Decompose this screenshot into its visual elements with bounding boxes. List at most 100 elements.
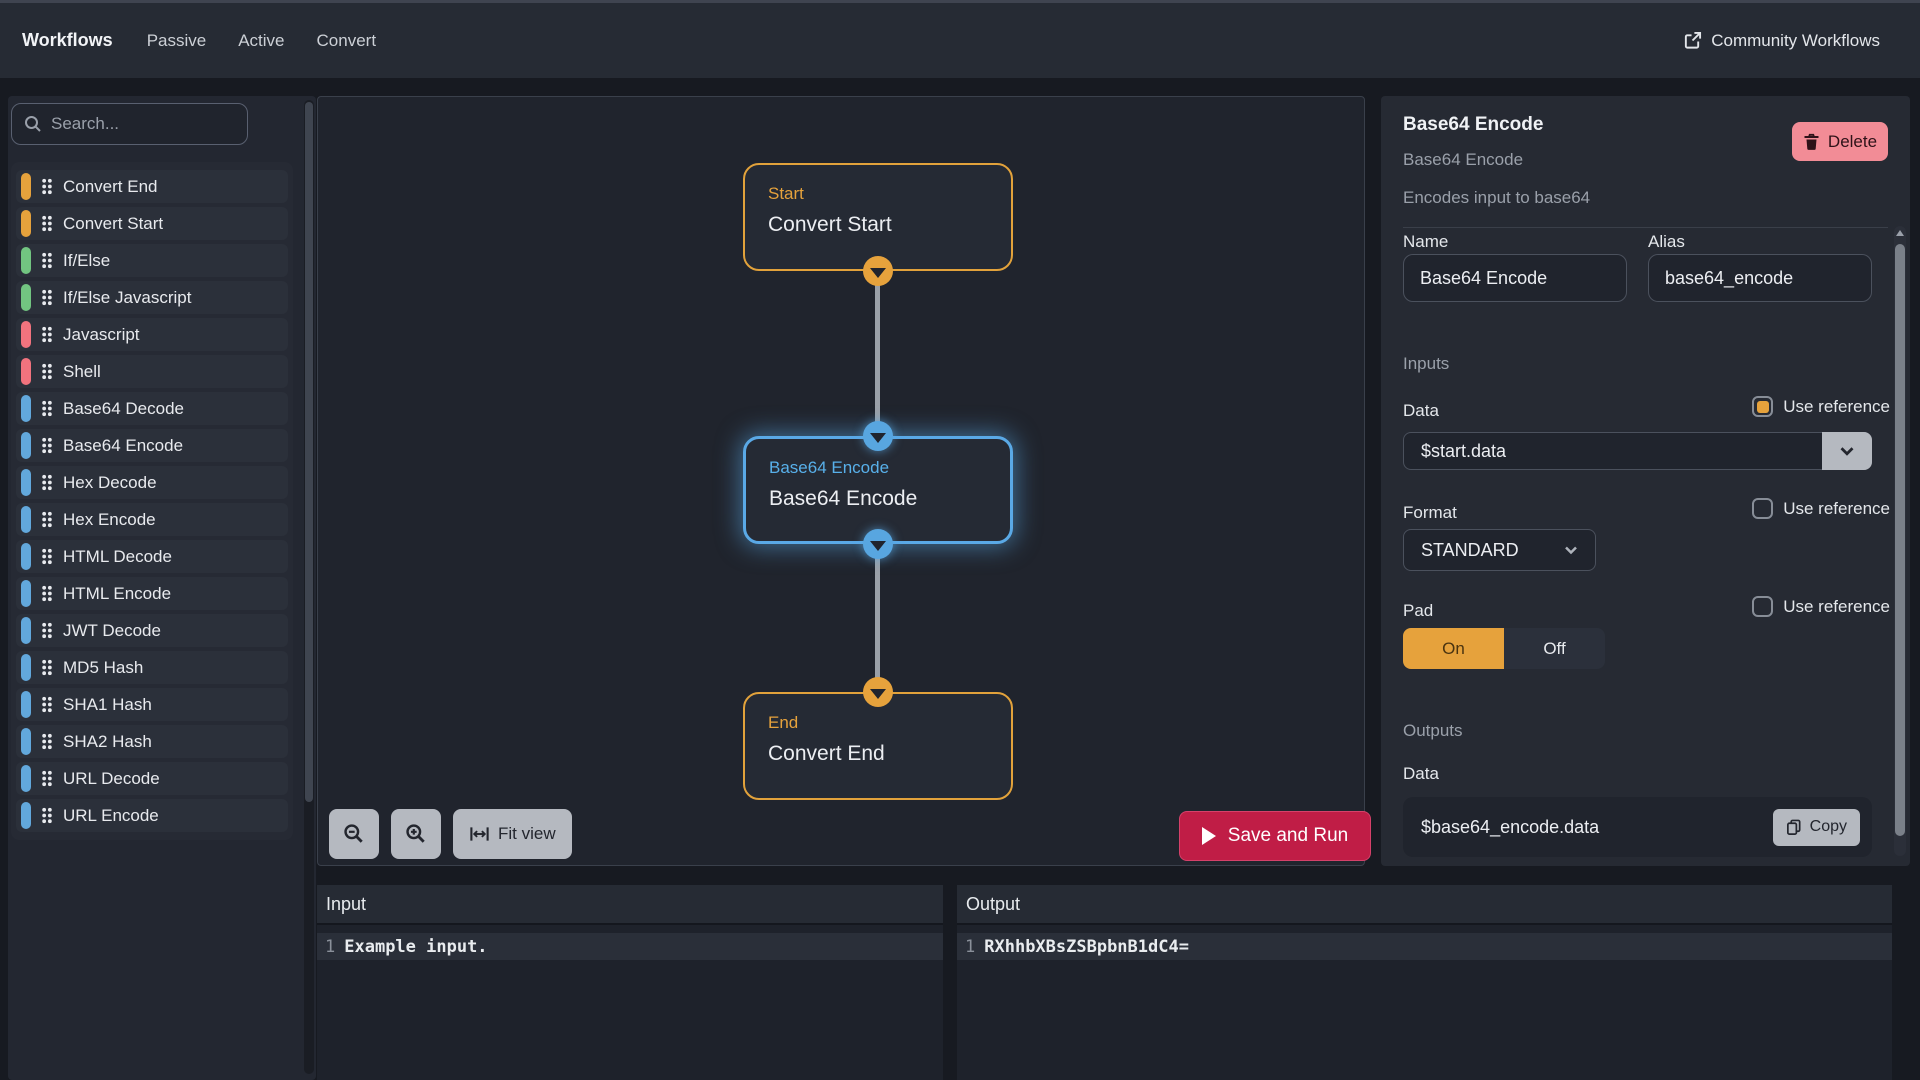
drag-handle-icon[interactable] xyxy=(40,362,54,381)
sidebar-item-convert-end[interactable]: Convert End xyxy=(16,170,288,203)
node-inspector-panel: Base64 Encode Delete Base64 Encode Encod… xyxy=(1381,96,1910,866)
pad-field-label: Pad xyxy=(1403,601,1434,620)
sidebar-item-url-decode[interactable]: URL Decode xyxy=(16,762,288,795)
drag-handle-icon[interactable] xyxy=(40,547,54,566)
drag-handle-icon[interactable] xyxy=(40,695,54,714)
drag-handle-icon[interactable] xyxy=(40,177,54,196)
pad-on-option[interactable]: On xyxy=(1403,628,1504,669)
drag-handle-icon[interactable] xyxy=(40,806,54,825)
sidebar-item-html-decode[interactable]: HTML Decode xyxy=(16,540,288,573)
node-title: Convert Start xyxy=(768,213,892,236)
pad-off-option[interactable]: Off xyxy=(1504,628,1605,669)
node-item-label: HTML Decode xyxy=(63,546,172,566)
sidebar-item-base64-decode[interactable]: Base64 Decode xyxy=(16,392,288,425)
canvas-toolbar: Fit view xyxy=(329,809,572,859)
sidebar-item-javascript[interactable]: Javascript xyxy=(16,318,288,351)
community-workflows-link[interactable]: Community Workflows xyxy=(1683,31,1880,51)
node-category-pill xyxy=(21,580,31,607)
sidebar-item-md5-hash[interactable]: MD5 Hash xyxy=(16,651,288,684)
zoom-out-button[interactable] xyxy=(329,809,379,859)
input-editor-line[interactable]: 1 Example input. xyxy=(317,933,943,960)
zoom-in-button[interactable] xyxy=(391,809,441,859)
play-icon xyxy=(1201,827,1216,845)
sidebar-item-if-else[interactable]: If/Else xyxy=(16,244,288,277)
sidebar-item-url-encode[interactable]: URL Encode xyxy=(16,799,288,832)
alias-input[interactable] xyxy=(1648,254,1872,302)
node-item-label: If/Else xyxy=(63,250,111,270)
checkbox-icon[interactable] xyxy=(1752,596,1774,617)
drag-handle-icon[interactable] xyxy=(40,510,54,529)
drag-handle-icon[interactable] xyxy=(40,436,54,455)
checkbox-icon[interactable] xyxy=(1752,498,1774,519)
search-box[interactable] xyxy=(11,103,248,145)
drag-handle-icon[interactable] xyxy=(40,584,54,603)
sidebar-item-hex-decode[interactable]: Hex Decode xyxy=(16,466,288,499)
sidebar-scrollbar[interactable] xyxy=(304,100,314,1074)
drag-handle-icon[interactable] xyxy=(40,399,54,418)
input-port-base64-encode[interactable] xyxy=(863,421,893,451)
node-item-label: SHA2 Hash xyxy=(63,731,152,751)
copy-button[interactable]: Copy xyxy=(1772,808,1860,846)
data-reference-select[interactable]: $start.data xyxy=(1403,432,1872,470)
node-convert-end[interactable]: End Convert End xyxy=(743,692,1013,800)
sidebar-item-if-else-javascript[interactable]: If/Else Javascript xyxy=(16,281,288,314)
tab-convert[interactable]: Convert xyxy=(316,30,377,50)
sidebar-item-sha2-hash[interactable]: SHA2 Hash xyxy=(16,725,288,758)
scroll-up-arrow-icon[interactable] xyxy=(1896,230,1904,236)
drag-handle-icon[interactable] xyxy=(40,769,54,788)
drag-handle-icon[interactable] xyxy=(40,251,54,270)
sidebar-item-shell[interactable]: Shell xyxy=(16,355,288,388)
inspector-scrollbar-thumb[interactable] xyxy=(1895,244,1905,836)
fit-view-button[interactable]: Fit view xyxy=(453,809,572,859)
format-select[interactable]: STANDARD xyxy=(1403,529,1596,571)
drag-handle-icon[interactable] xyxy=(40,658,54,677)
node-category-pill xyxy=(21,691,31,718)
use-reference-label: Use reference xyxy=(1783,396,1890,416)
sidebar-item-convert-start[interactable]: Convert Start xyxy=(16,207,288,240)
sidebar-item-jwt-decode[interactable]: JWT Decode xyxy=(16,614,288,647)
sidebar-item-html-encode[interactable]: HTML Encode xyxy=(16,577,288,610)
node-category-pill xyxy=(21,395,31,422)
node-convert-start[interactable]: Start Convert Start xyxy=(743,163,1013,271)
inspector-title: Base64 Encode xyxy=(1403,114,1544,135)
drag-handle-icon[interactable] xyxy=(40,621,54,640)
drag-handle-icon[interactable] xyxy=(40,214,54,233)
output-editor-line[interactable]: 1 RXhhbXBsZSBpbnB1dC4= xyxy=(957,933,1892,960)
use-reference-label: Use reference xyxy=(1783,498,1890,518)
node-category-pill xyxy=(21,469,31,496)
node-type-list: Convert End Convert Start If/Else If/Els… xyxy=(11,162,293,840)
output-port-base64-encode[interactable] xyxy=(863,529,893,559)
tab-active[interactable]: Active xyxy=(238,30,285,50)
input-panel-header: Input xyxy=(317,885,943,925)
search-input[interactable] xyxy=(51,114,221,134)
name-input[interactable] xyxy=(1403,254,1627,302)
node-item-label: URL Encode xyxy=(63,805,159,825)
data-use-reference-toggle[interactable]: Use reference xyxy=(1752,396,1890,417)
delete-node-button[interactable]: Delete xyxy=(1792,122,1888,161)
node-title: Base64 Encode xyxy=(769,487,918,510)
save-and-run-button[interactable]: Save and Run xyxy=(1179,811,1371,861)
sidebar-scrollbar-thumb[interactable] xyxy=(305,102,313,802)
checkbox-icon[interactable] xyxy=(1752,396,1774,417)
drag-handle-icon[interactable] xyxy=(40,732,54,751)
node-base64-encode[interactable]: Base64 Encode Base64 Encode xyxy=(743,436,1013,544)
tab-passive[interactable]: Passive xyxy=(146,30,207,50)
drag-handle-icon[interactable] xyxy=(40,288,54,307)
inspector-scrollbar[interactable] xyxy=(1894,226,1906,856)
dropdown-button[interactable] xyxy=(1822,432,1872,470)
drag-handle-icon[interactable] xyxy=(40,473,54,492)
drag-handle-icon[interactable] xyxy=(40,325,54,344)
line-number: 1 xyxy=(965,936,976,957)
sidebar-item-sha1-hash[interactable]: SHA1 Hash xyxy=(16,688,288,721)
workflow-canvas[interactable]: Start Convert Start Base64 Encode Base64… xyxy=(317,96,1371,866)
output-port-convert-start[interactable] xyxy=(863,256,893,286)
node-category-pill xyxy=(21,247,31,274)
node-category-pill xyxy=(21,506,31,533)
name-field-label: Name xyxy=(1403,232,1449,251)
sidebar-item-hex-encode[interactable]: Hex Encode xyxy=(16,503,288,536)
data-field-label: Data xyxy=(1403,401,1439,420)
sidebar-item-base64-encode[interactable]: Base64 Encode xyxy=(16,429,288,462)
input-port-convert-end[interactable] xyxy=(863,677,893,707)
pad-use-reference-toggle[interactable]: Use reference xyxy=(1752,596,1890,617)
format-use-reference-toggle[interactable]: Use reference xyxy=(1752,498,1890,519)
